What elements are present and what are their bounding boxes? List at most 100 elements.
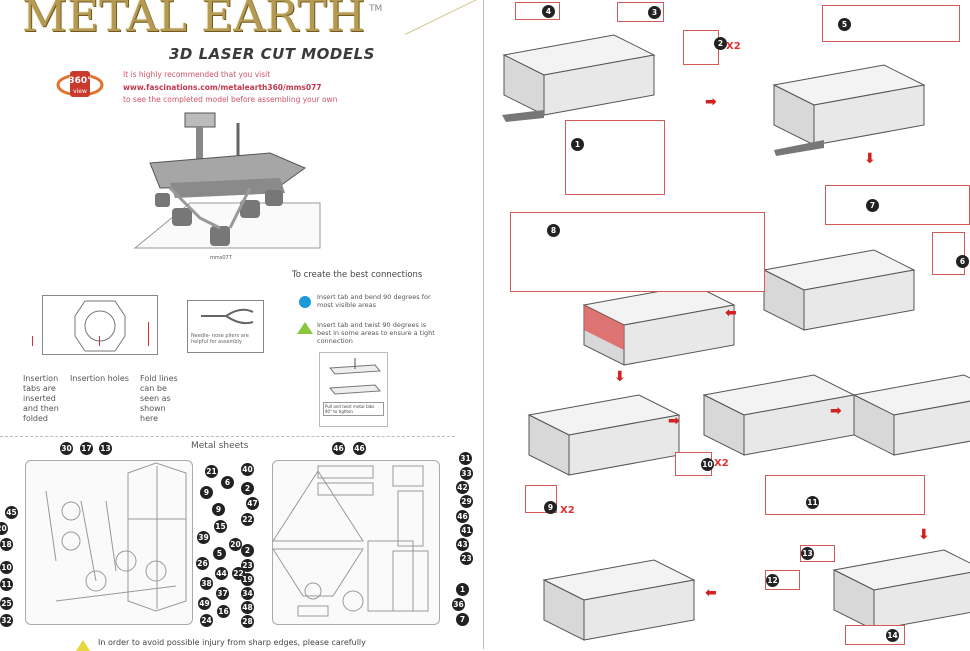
- insertion-holes-label: Insertion holes: [70, 374, 129, 383]
- step-number: 1: [571, 138, 584, 151]
- part-number: 28: [241, 615, 254, 628]
- part-number: 26: [196, 557, 209, 570]
- part-number: 47: [246, 497, 259, 510]
- chassis-step-1: [503, 34, 655, 116]
- step-number: 3: [648, 6, 661, 19]
- right-arrow-icon: ➡: [830, 403, 842, 419]
- left-arrow-icon: ⬅: [725, 305, 737, 321]
- quantity-x2: X2: [560, 505, 575, 516]
- part-number: 46: [353, 442, 366, 455]
- twist-note: Pull and twist metal tabs 90° to tighten: [323, 402, 384, 416]
- pliers-box: Needle- nose pliers are helpful for asse…: [187, 300, 264, 353]
- part-number: 29: [460, 495, 473, 508]
- step-7-callout: 7: [825, 185, 970, 225]
- part-number: 9: [212, 503, 225, 516]
- model-code: mms077: [210, 255, 232, 261]
- metal-sheet-1: [25, 460, 193, 625]
- step-6-callout: 6: [932, 232, 969, 275]
- down-arrow-icon: ⬇: [918, 527, 930, 543]
- step-number: 8: [547, 224, 560, 237]
- step-8-callout: 8: [510, 212, 765, 292]
- part-number: 44: [215, 567, 228, 580]
- part-number: 34: [241, 587, 254, 600]
- step-3-callout: 3: [617, 2, 664, 22]
- step-number: 9: [544, 501, 557, 514]
- connections-title: To create the best connections: [292, 270, 423, 280]
- step-5-callout: 5: [822, 5, 960, 42]
- step-9-callout: 9: [525, 485, 557, 514]
- part-number: 23: [460, 552, 473, 565]
- part-number: 30: [60, 442, 73, 455]
- part-number: 23: [241, 559, 254, 572]
- part-number: 20: [229, 538, 242, 551]
- svg-text:view: view: [73, 88, 87, 95]
- part-number: 5: [213, 547, 226, 560]
- view-360-icon: 360° view: [55, 68, 105, 100]
- safety-warning: In order to avoid possible injury from s…: [98, 638, 366, 647]
- part-number: 32: [0, 614, 13, 627]
- part-number: 46: [456, 510, 469, 523]
- part-number: 41: [460, 524, 473, 537]
- tagline: 3D LASER CUT MODELS: [169, 45, 375, 63]
- quantity-x2: X2: [726, 41, 741, 52]
- step-number: 13: [801, 547, 814, 560]
- chassis-step-9: [528, 394, 680, 476]
- chassis-step-11: [853, 374, 970, 456]
- part-number: 38: [200, 577, 213, 590]
- metal-sheet-2: [272, 460, 440, 625]
- part-number: 19: [241, 573, 254, 586]
- blue-circle-icon: [299, 296, 311, 308]
- part-number: 31: [459, 452, 472, 465]
- part-number: 43: [456, 538, 469, 551]
- triangle-tip: Insert tab and twist 90 degrees is best …: [317, 321, 435, 345]
- part-number: 10: [0, 561, 13, 574]
- part-number: 36: [452, 598, 465, 611]
- step-number: 14: [886, 629, 899, 642]
- step-11-callout: 11: [765, 475, 925, 515]
- step-12-callout: 12: [765, 570, 800, 590]
- part-number: 48: [241, 601, 254, 614]
- part-number: 18: [0, 538, 13, 551]
- part-number: 25: [0, 597, 13, 610]
- svg-text:360°: 360°: [68, 76, 91, 86]
- left-arrow-icon: ⬅: [705, 585, 717, 601]
- part-number: 45: [5, 506, 18, 519]
- part-number: 20: [0, 522, 8, 535]
- step-number: 6: [956, 255, 969, 268]
- part-number: 16: [217, 605, 230, 618]
- rover-model-illustration: [130, 108, 330, 256]
- chassis-step-13: [833, 549, 970, 631]
- pliers-note: Needle- nose pliers are helpful for asse…: [191, 333, 249, 345]
- part-number: 37: [216, 587, 229, 600]
- chassis-step-5: [773, 64, 925, 146]
- fold-lines-label: Fold lines can be seen as shown here: [140, 374, 178, 423]
- part-number: 24: [200, 614, 213, 627]
- part-number: 1: [456, 583, 469, 596]
- page-divider: [483, 0, 484, 649]
- part-number: 6: [221, 476, 234, 489]
- visit-url-link[interactable]: www.fascinations.com/metalearth360/mms07…: [123, 83, 322, 92]
- green-triangle-icon: [297, 322, 313, 334]
- part-number: 39: [197, 531, 210, 544]
- quantity-x2: X2: [714, 458, 729, 469]
- part-number: 46: [332, 442, 345, 455]
- right-arrow-icon: ➡: [668, 413, 680, 429]
- part-number: 13: [99, 442, 112, 455]
- part-number: 21: [205, 465, 218, 478]
- right-arrow-icon: ➡: [705, 94, 717, 110]
- metal-sheets-title: Metal sheets: [191, 441, 249, 451]
- decorative-line: [404, 0, 478, 35]
- step-14-callout: 14: [845, 625, 905, 645]
- down-arrow-icon: ⬇: [864, 151, 876, 167]
- pliers-icon: [201, 308, 254, 325]
- part-number: 7: [456, 613, 469, 626]
- step-number: 11: [806, 496, 819, 509]
- brand-logo: METAL EARTH: [22, 0, 366, 42]
- trademark: TM: [369, 4, 383, 14]
- step-number: 10: [701, 458, 714, 471]
- section-divider: [0, 436, 455, 437]
- chassis-step-final: [543, 559, 695, 641]
- step-4-callout: 4: [515, 2, 560, 20]
- circle-tip: Insert tab and bend 90 degrees for most …: [317, 293, 431, 309]
- step-number: 12: [766, 574, 779, 587]
